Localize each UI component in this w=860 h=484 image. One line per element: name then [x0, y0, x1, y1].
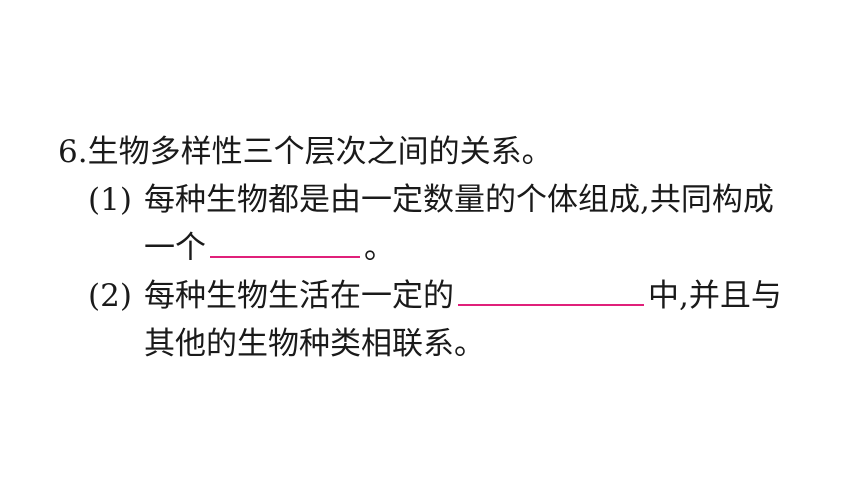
sub-question-2-text-after-blank: 中,并且与 [648, 278, 782, 314]
sub-question-2-label: (2) [88, 278, 132, 314]
answer-blank-1[interactable] [210, 228, 360, 258]
sub-question-1: (1) 每种生物都是由一定数量的个体组成,共同构成 [88, 176, 838, 224]
sub-question-1-label: (1) [88, 182, 132, 218]
question-stem-line: 6.生物多样性三个层次之间的关系。 [58, 128, 838, 176]
question-number: 6. [58, 134, 88, 170]
sub-question-2-text-line2: 其他的生物种类相联系。 [144, 326, 485, 362]
sub-question-2-text-before-blank: 每种生物生活在一定的 [144, 278, 454, 314]
sub-question-2: (2) 每种生物生活在一定的 中,并且与 [88, 272, 838, 320]
answer-blank-2[interactable] [458, 276, 644, 306]
question-stem: 生物多样性三个层次之间的关系。 [87, 134, 553, 170]
sub-question-1-continuation: 一个 。 [144, 224, 838, 272]
question-6: 6.生物多样性三个层次之间的关系。 (1) 每种生物都是由一定数量的个体组成,共同… [58, 128, 838, 368]
sub-question-1-text-after-blank: 。 [364, 230, 395, 266]
sub-question-1-text: 每种生物都是由一定数量的个体组成,共同构成 [144, 182, 774, 218]
sub-question-2-continuation: 其他的生物种类相联系。 [144, 320, 838, 368]
sub-question-1-text-before-blank: 一个 [144, 230, 206, 266]
